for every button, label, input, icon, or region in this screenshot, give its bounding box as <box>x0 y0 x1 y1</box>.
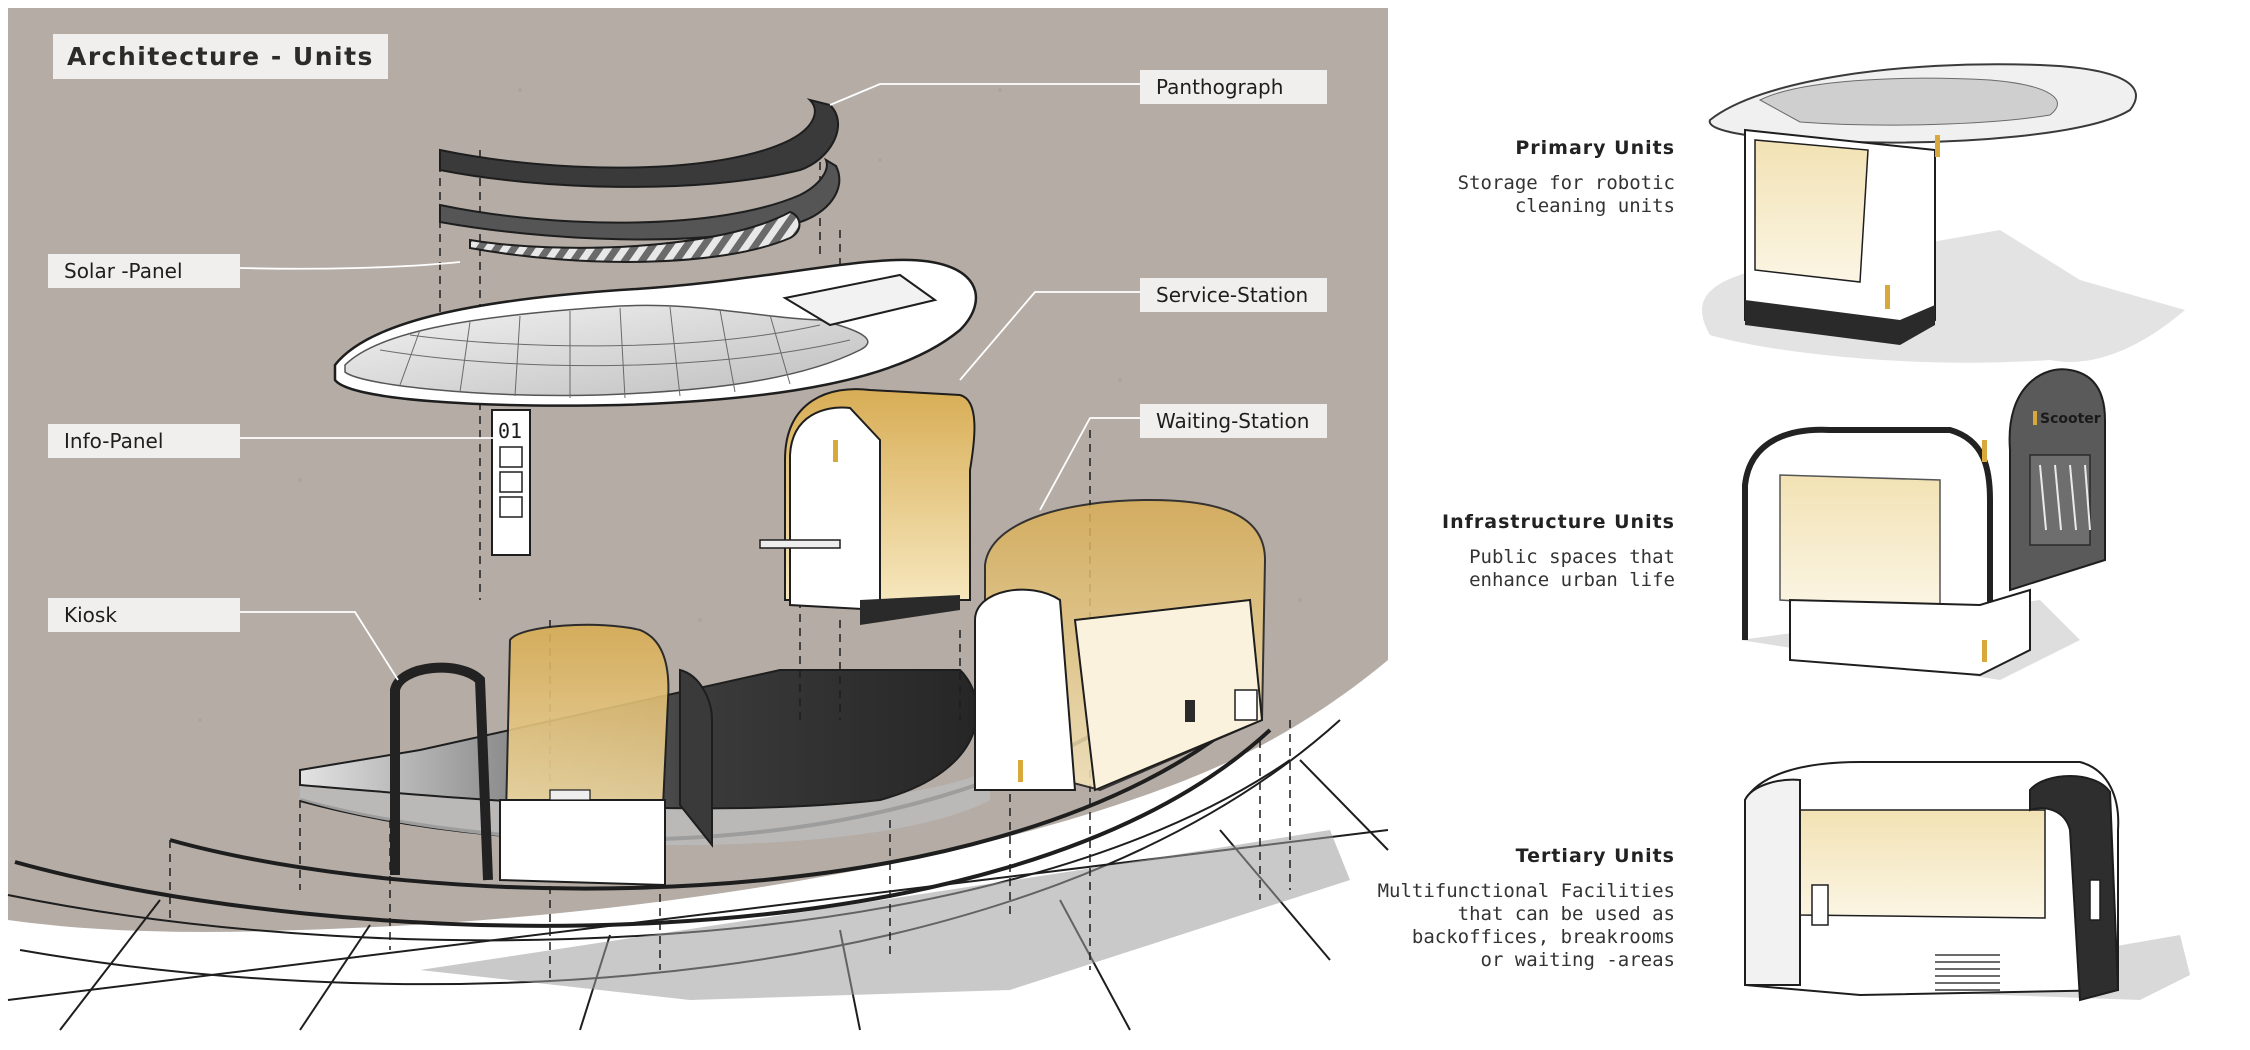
service-station-unit <box>759 388 976 625</box>
infrastructure-unit-illustration: Scooter <box>1740 368 2106 680</box>
canopy-solar-tile <box>782 273 938 327</box>
canopy-glass <box>344 304 869 397</box>
callout-solar-panel: Solar -Panel <box>48 254 240 288</box>
callout-waiting-station: Waiting-Station <box>1140 404 1327 438</box>
callout-info-panel: Info-Panel <box>48 424 240 458</box>
canopy-glass-grid <box>379 306 851 399</box>
waiting-station-unit <box>974 498 1267 792</box>
scooter-sign: Scooter <box>2040 411 2101 427</box>
unit-desc-primary: Storage for robotic cleaning units <box>1457 172 1675 217</box>
pantograph-arc <box>439 98 840 188</box>
callout-service-station: Service-Station <box>1140 278 1327 312</box>
ground-shadow <box>420 830 1350 1000</box>
paper-texture <box>118 88 1302 722</box>
roof-frame-arc <box>439 157 841 241</box>
info-panel: 01 <box>491 409 531 556</box>
unit-title-infrastructure: Infrastructure Units <box>1442 511 1675 533</box>
callout-panthograph: Panthograph <box>1140 70 1327 104</box>
callout-kiosk: Kiosk <box>48 598 240 632</box>
tertiary-vent <box>1935 954 2000 991</box>
unit-desc-tertiary: Multifunctional Facilities that can be u… <box>1377 880 1675 971</box>
callout-leaders <box>239 83 1140 681</box>
unit-desc-infrastructure: Public spaces that enhance urban life <box>1469 546 1675 591</box>
unit-title-primary: Primary Units <box>1515 137 1675 159</box>
info-panel-number: 01 <box>498 419 522 443</box>
kiosk-unit <box>390 623 713 887</box>
primary-unit-illustration <box>1702 63 2185 363</box>
solar-panel-layer <box>469 210 801 263</box>
unit-title-tertiary: Tertiary Units <box>1515 845 1675 867</box>
diagram-title: Architecture - Units <box>53 34 388 79</box>
tertiary-unit-illustration <box>1744 761 2190 1002</box>
